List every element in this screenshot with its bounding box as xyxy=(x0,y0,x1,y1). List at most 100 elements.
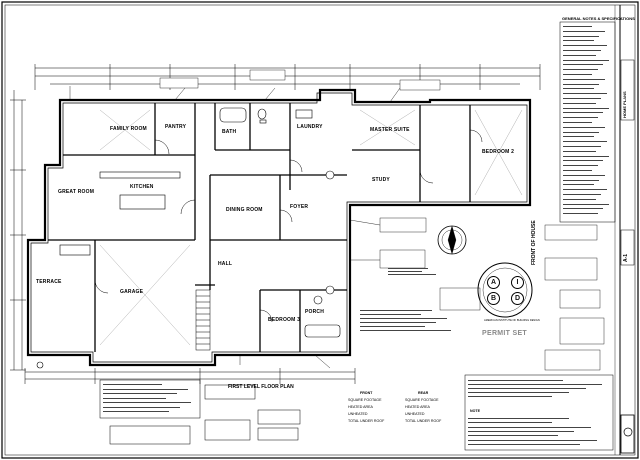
fine-print-line xyxy=(360,322,436,323)
fine-print-line xyxy=(468,396,552,397)
fine-print-line xyxy=(388,274,436,275)
fine-print-line xyxy=(563,78,606,80)
fine-print-line xyxy=(563,112,604,114)
fine-print-line xyxy=(563,136,594,138)
top-dimensions xyxy=(34,64,541,90)
north-arrow-icon xyxy=(437,225,467,255)
ceiling-marks xyxy=(99,109,523,346)
fine-print-line xyxy=(563,59,610,61)
fine-print-line xyxy=(468,384,603,385)
room-label-terrace: TERRACE xyxy=(36,279,62,285)
fine-print-line xyxy=(360,326,425,327)
room-label-porch: PORCH xyxy=(305,309,325,315)
fine-print-line xyxy=(563,122,592,123)
fine-print-line xyxy=(563,35,600,37)
rear-line-4: TOTAL UNDER ROOF xyxy=(405,419,442,423)
front-line-1: SQUARE FOOTAGE xyxy=(348,398,382,402)
front-line-2: HEATED AREA xyxy=(348,405,373,409)
fine-print-line xyxy=(103,388,188,390)
rear-elevation-title: REAR xyxy=(418,391,429,395)
rear-line-3: UNHEATED xyxy=(405,412,425,416)
leader-lines xyxy=(69,86,401,369)
fine-print-line xyxy=(563,155,610,157)
fine-print-line xyxy=(563,26,592,27)
general-notes-title: GENERAL NOTES & SPECIFICATIONS xyxy=(562,16,635,21)
fine-print-line xyxy=(468,422,552,423)
fine-print-line xyxy=(563,64,604,66)
room-label-master: MASTER SUITE xyxy=(370,127,410,133)
front-of-house-label: FRONT OF HOUSE xyxy=(531,220,537,265)
fine-print-line xyxy=(563,54,596,56)
room-label-family: FAMILY ROOM xyxy=(110,126,147,132)
fine-print-line xyxy=(563,50,602,51)
fine-print-line xyxy=(563,150,596,152)
front-elevation-title: FRONT xyxy=(360,391,373,395)
fine-print-line xyxy=(103,384,162,385)
compass-seal-icon xyxy=(477,262,533,318)
fine-print-line xyxy=(563,208,604,210)
note-heading: NOTE xyxy=(470,409,480,413)
fine-print-line xyxy=(103,393,177,394)
room-label-bedroom3: BEDROOM 3 xyxy=(268,317,301,323)
door-swings xyxy=(94,129,483,323)
fine-print-line xyxy=(563,213,598,214)
fine-print-line xyxy=(563,189,608,190)
front-line-4: TOTAL UNDER ROOF xyxy=(348,419,385,423)
room-label-garage: GARAGE xyxy=(120,289,144,295)
fine-print-line xyxy=(563,160,604,162)
general-notes-column xyxy=(559,21,616,223)
fine-print-line xyxy=(468,380,564,381)
room-label-study: STUDY xyxy=(372,177,390,183)
fine-print-line xyxy=(103,411,170,412)
fine-print-line xyxy=(468,392,569,393)
fine-print-line xyxy=(103,402,192,403)
fine-print-line xyxy=(360,318,448,319)
section-marker-icon xyxy=(36,170,335,369)
seal-caption: AMERICAN INSTITUTE OF BUILDING DESIGN xyxy=(484,319,540,322)
fine-print-line xyxy=(468,439,597,441)
seal-letter-i: I xyxy=(511,276,524,289)
exterior-walls xyxy=(26,88,532,367)
room-label-laundry: LAUNDRY xyxy=(297,124,323,130)
fine-print-line xyxy=(563,30,606,32)
fine-print-line xyxy=(468,443,580,445)
room-label-pantry: PANTRY xyxy=(165,124,187,130)
fine-print-line xyxy=(468,388,586,389)
fine-print-line xyxy=(563,198,596,200)
fine-print-line xyxy=(360,314,421,315)
fine-print-line xyxy=(103,406,181,408)
fine-print-line xyxy=(360,310,433,311)
fine-print-line xyxy=(563,174,606,176)
fine-print-line xyxy=(468,430,575,432)
room-label-great-room: GREAT ROOM xyxy=(58,189,95,195)
fine-print-line xyxy=(563,170,592,171)
fine-print-line xyxy=(563,88,594,90)
fixtures xyxy=(59,107,341,338)
fine-print-line xyxy=(563,93,608,94)
fine-print-line xyxy=(388,271,422,272)
left-dimensions xyxy=(10,90,26,371)
fine-print-line xyxy=(360,330,452,331)
room-label-bath: BATH xyxy=(222,129,237,135)
title-block xyxy=(614,5,635,455)
fine-print-line xyxy=(563,179,600,181)
room-label-kitchen: KITCHEN xyxy=(130,184,154,190)
fine-print-line xyxy=(563,184,594,186)
room-label-dining: DINING ROOM xyxy=(226,207,263,213)
rear-line-2: HEATED AREA xyxy=(405,405,430,409)
fine-print-line xyxy=(563,126,606,128)
plan-title: FIRST LEVEL FLOOR PLAN xyxy=(228,384,294,390)
room-label-hall: HALL xyxy=(218,261,233,267)
room-label-foyer: FOYER xyxy=(290,204,309,210)
seal-letter-a: A xyxy=(487,276,500,289)
seal-letter-b: B xyxy=(487,292,500,305)
stair xyxy=(195,289,211,351)
fine-print-line xyxy=(468,418,569,419)
interior-walls xyxy=(48,103,471,352)
fine-print-line xyxy=(468,426,592,428)
callout-boxes xyxy=(159,69,605,371)
fine-print-line xyxy=(563,131,600,133)
front-line-3: UNHEATED xyxy=(348,412,368,416)
